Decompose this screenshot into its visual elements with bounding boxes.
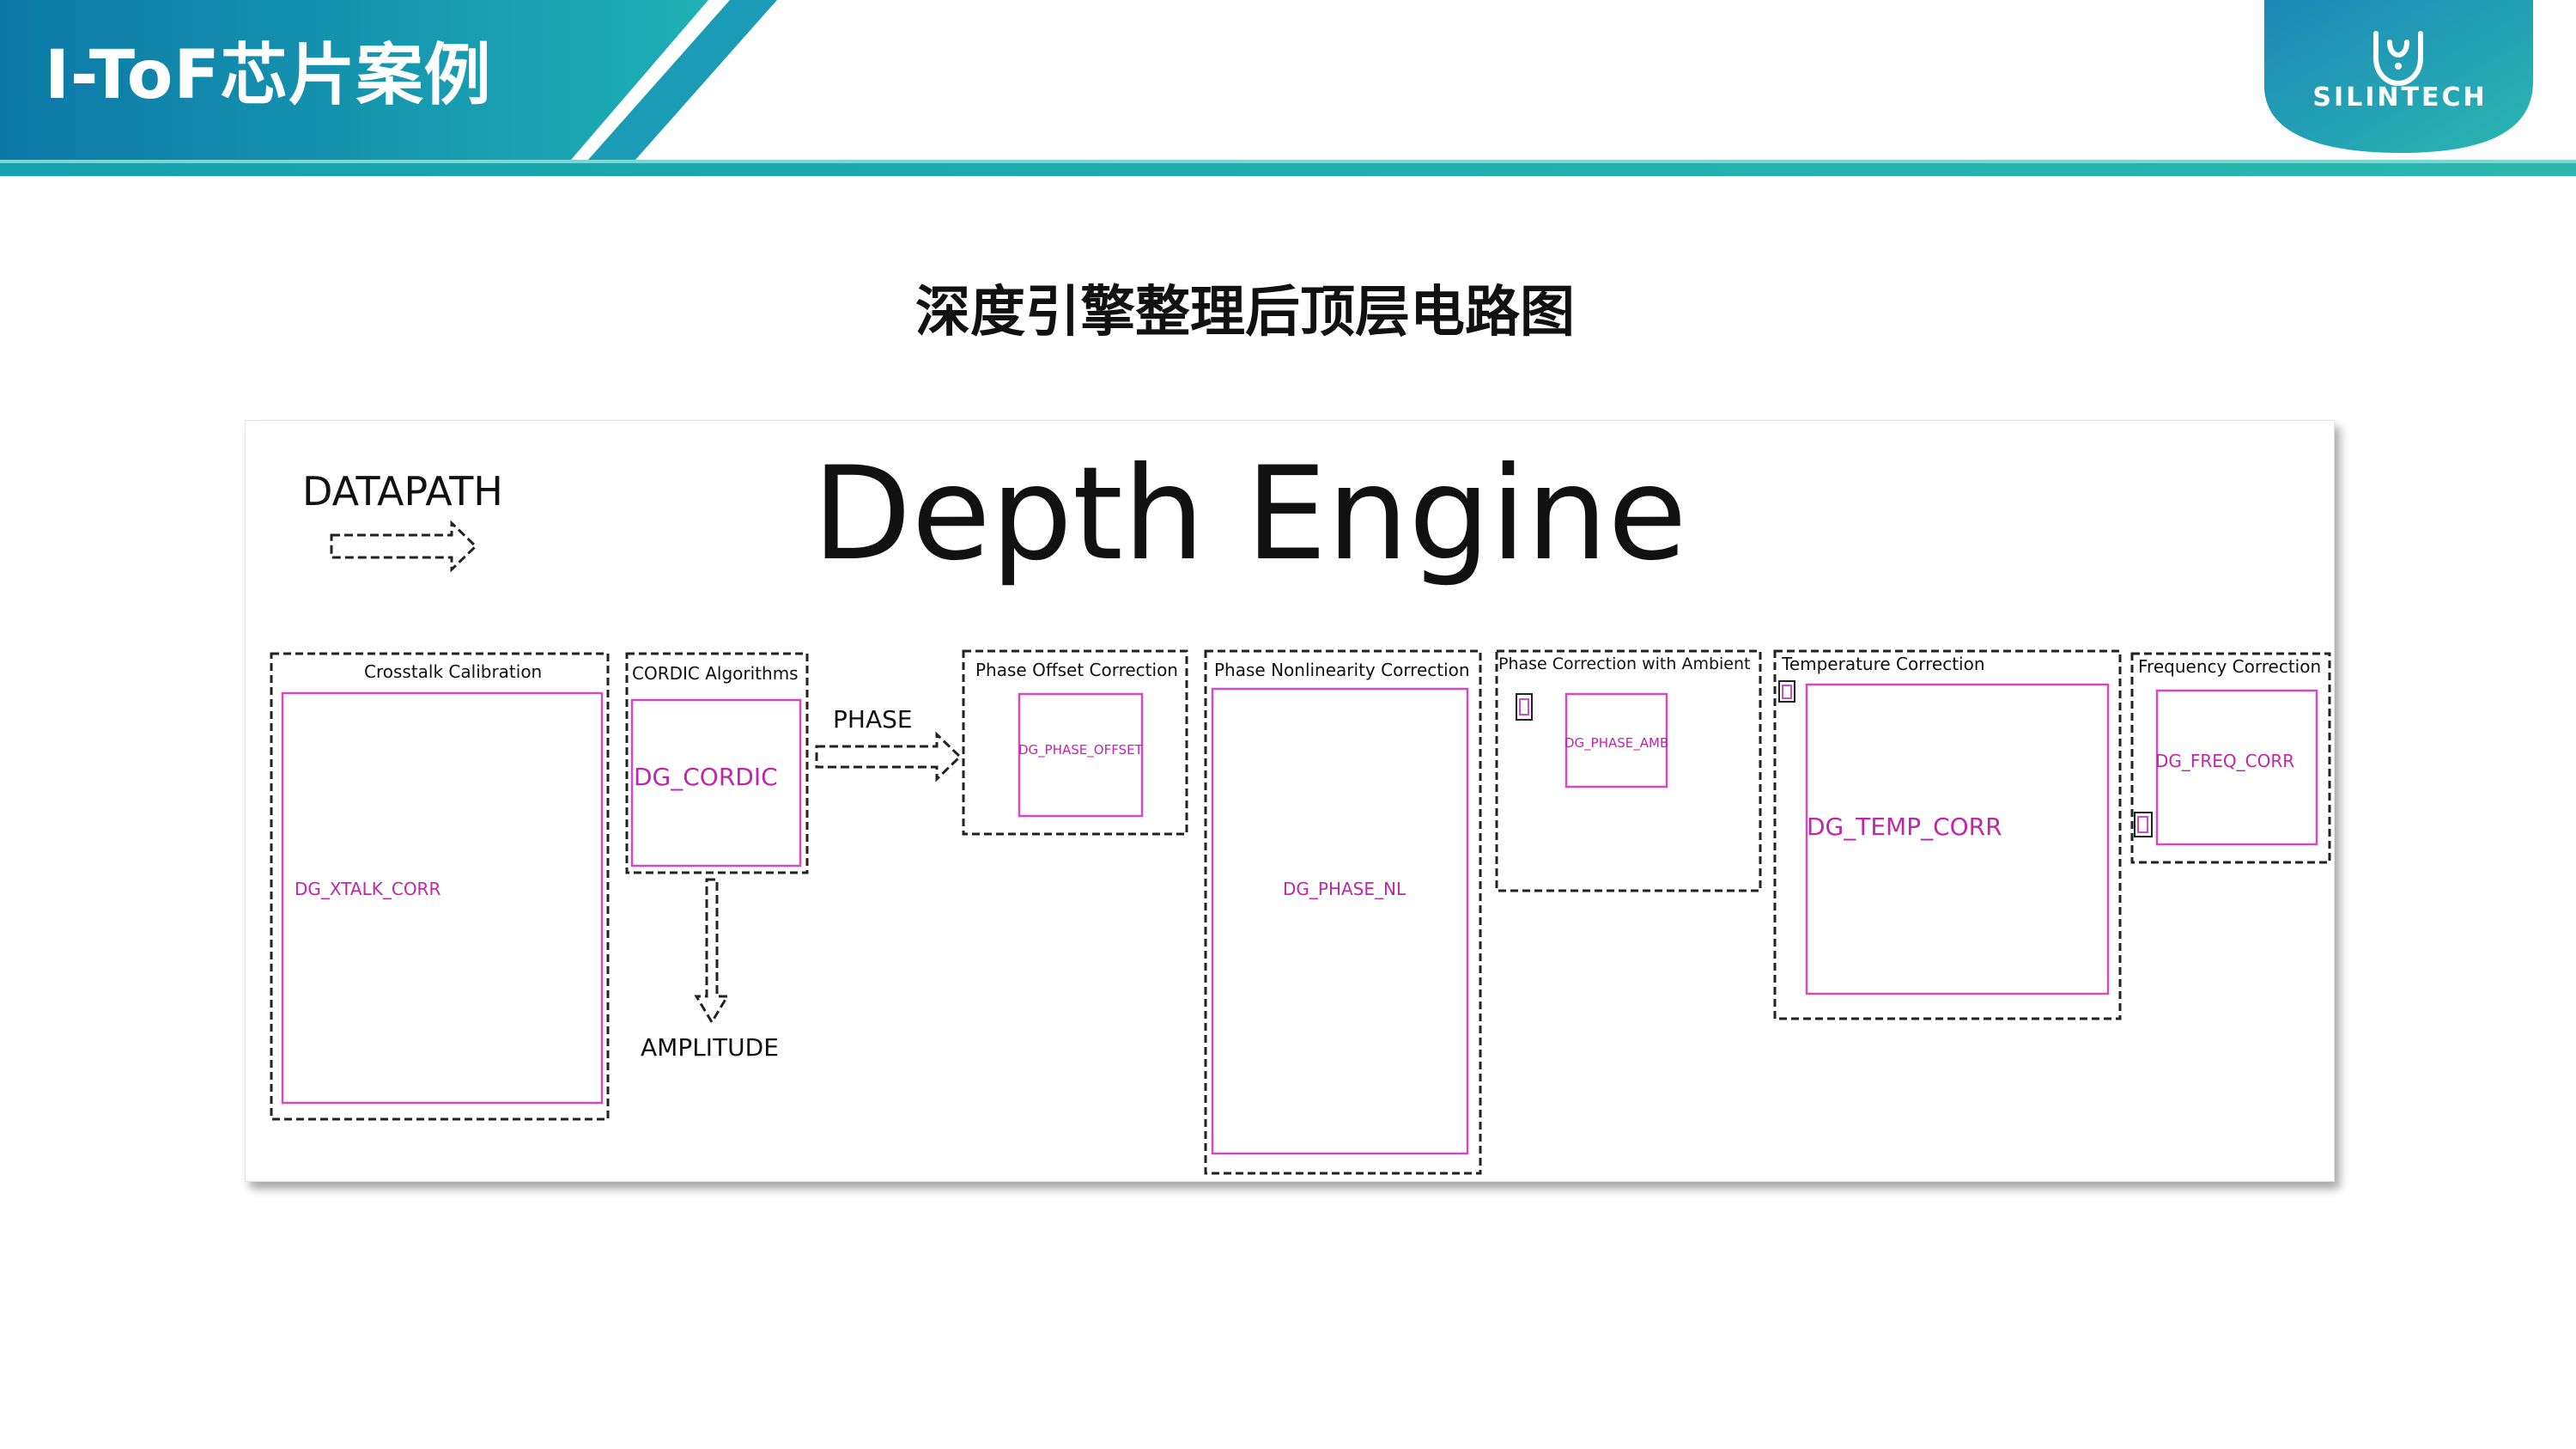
logo-badge [2264,0,2533,153]
diagram-frame: Depth Engine DATAPATH Crosstalk Calibrat… [245,420,2335,1182]
diagram-title: Depth Engine [812,440,1687,589]
amplitude-arrow [694,878,730,1025]
depth-engine-diagram: Depth Engine DATAPATH Crosstalk Calibrat… [270,440,2331,1175]
title-band [0,0,708,160]
port-symbol [2137,816,2148,833]
header-stripe-highlight [0,160,2576,163]
datapath-legend-arrow [330,520,478,573]
amplitude-label: AMPLITUDE [641,1033,779,1062]
logo-mark-icon [2373,31,2423,87]
slide-subtitle: 深度引擎整理后顶层电路图 [915,281,1575,344]
port-symbol [1782,685,1792,699]
block-temperature-correction: Temperature Correction DG_TEMP_CORR [1773,649,2122,1020]
header-graphic [0,0,2576,176]
inner-module-label: DG_CORDIC [634,763,778,791]
block-label: Temperature Correction [1781,654,1985,674]
block-label: Frequency Correction [2138,656,2321,677]
block-cordic-algorithms: CORDIC Algorithms DG_CORDIC [625,652,809,874]
port-symbol [1516,693,1533,721]
block-label: Phase Offset Correction [975,660,1178,680]
title-band-accent [588,0,777,160]
datapath-legend-label: DATAPATH [302,468,503,514]
port-symbol [1778,680,1795,703]
block-phase-nonlinearity-correction: Phase Nonlinearity Correction DG_PHASE_N… [1204,649,1482,1175]
block-frequency-correction: Frequency Correction DG_FREQ_CORR [2130,652,2331,864]
slide-title: I-ToF芯片案例 [45,37,492,114]
inner-module-label: DG_TEMP_CORR [1807,813,2002,841]
header-band: I-ToF芯片案例 SILINTECH [0,0,2576,176]
block-crosstalk-calibration: Crosstalk Calibration DG_XTALK_CORR [270,652,610,1121]
inner-module-label: DG_PHASE_NL [1283,879,1406,899]
header-stripe [0,160,2576,176]
block-phase-correction-ambient: Phase Correction with Ambient DG_PHASE_A… [1495,649,1762,892]
logo-text: SILINTECH [2312,82,2488,113]
phase-label: PHASE [833,705,913,734]
block-label: Crosstalk Calibration [364,661,542,682]
inner-module-label: DG_FREQ_CORR [2155,751,2294,771]
block-phase-offset-correction: Phase Offset Correction DG_PHASE_OFFSET [962,649,1188,836]
block-label: CORDIC Algorithms [632,663,799,684]
port-symbol [2134,812,2153,837]
inner-module-label: DG_PHASE_AMB [1564,735,1668,752]
port-symbol [1519,698,1529,715]
block-label: Phase Correction with Ambient [1498,654,1750,673]
block-label: Phase Nonlinearity Correction [1214,660,1470,680]
inner-module-label: DG_PHASE_OFFSET [1018,742,1144,758]
phase-arrow [815,731,963,782]
inner-module-label: DG_XTALK_CORR [295,879,440,899]
